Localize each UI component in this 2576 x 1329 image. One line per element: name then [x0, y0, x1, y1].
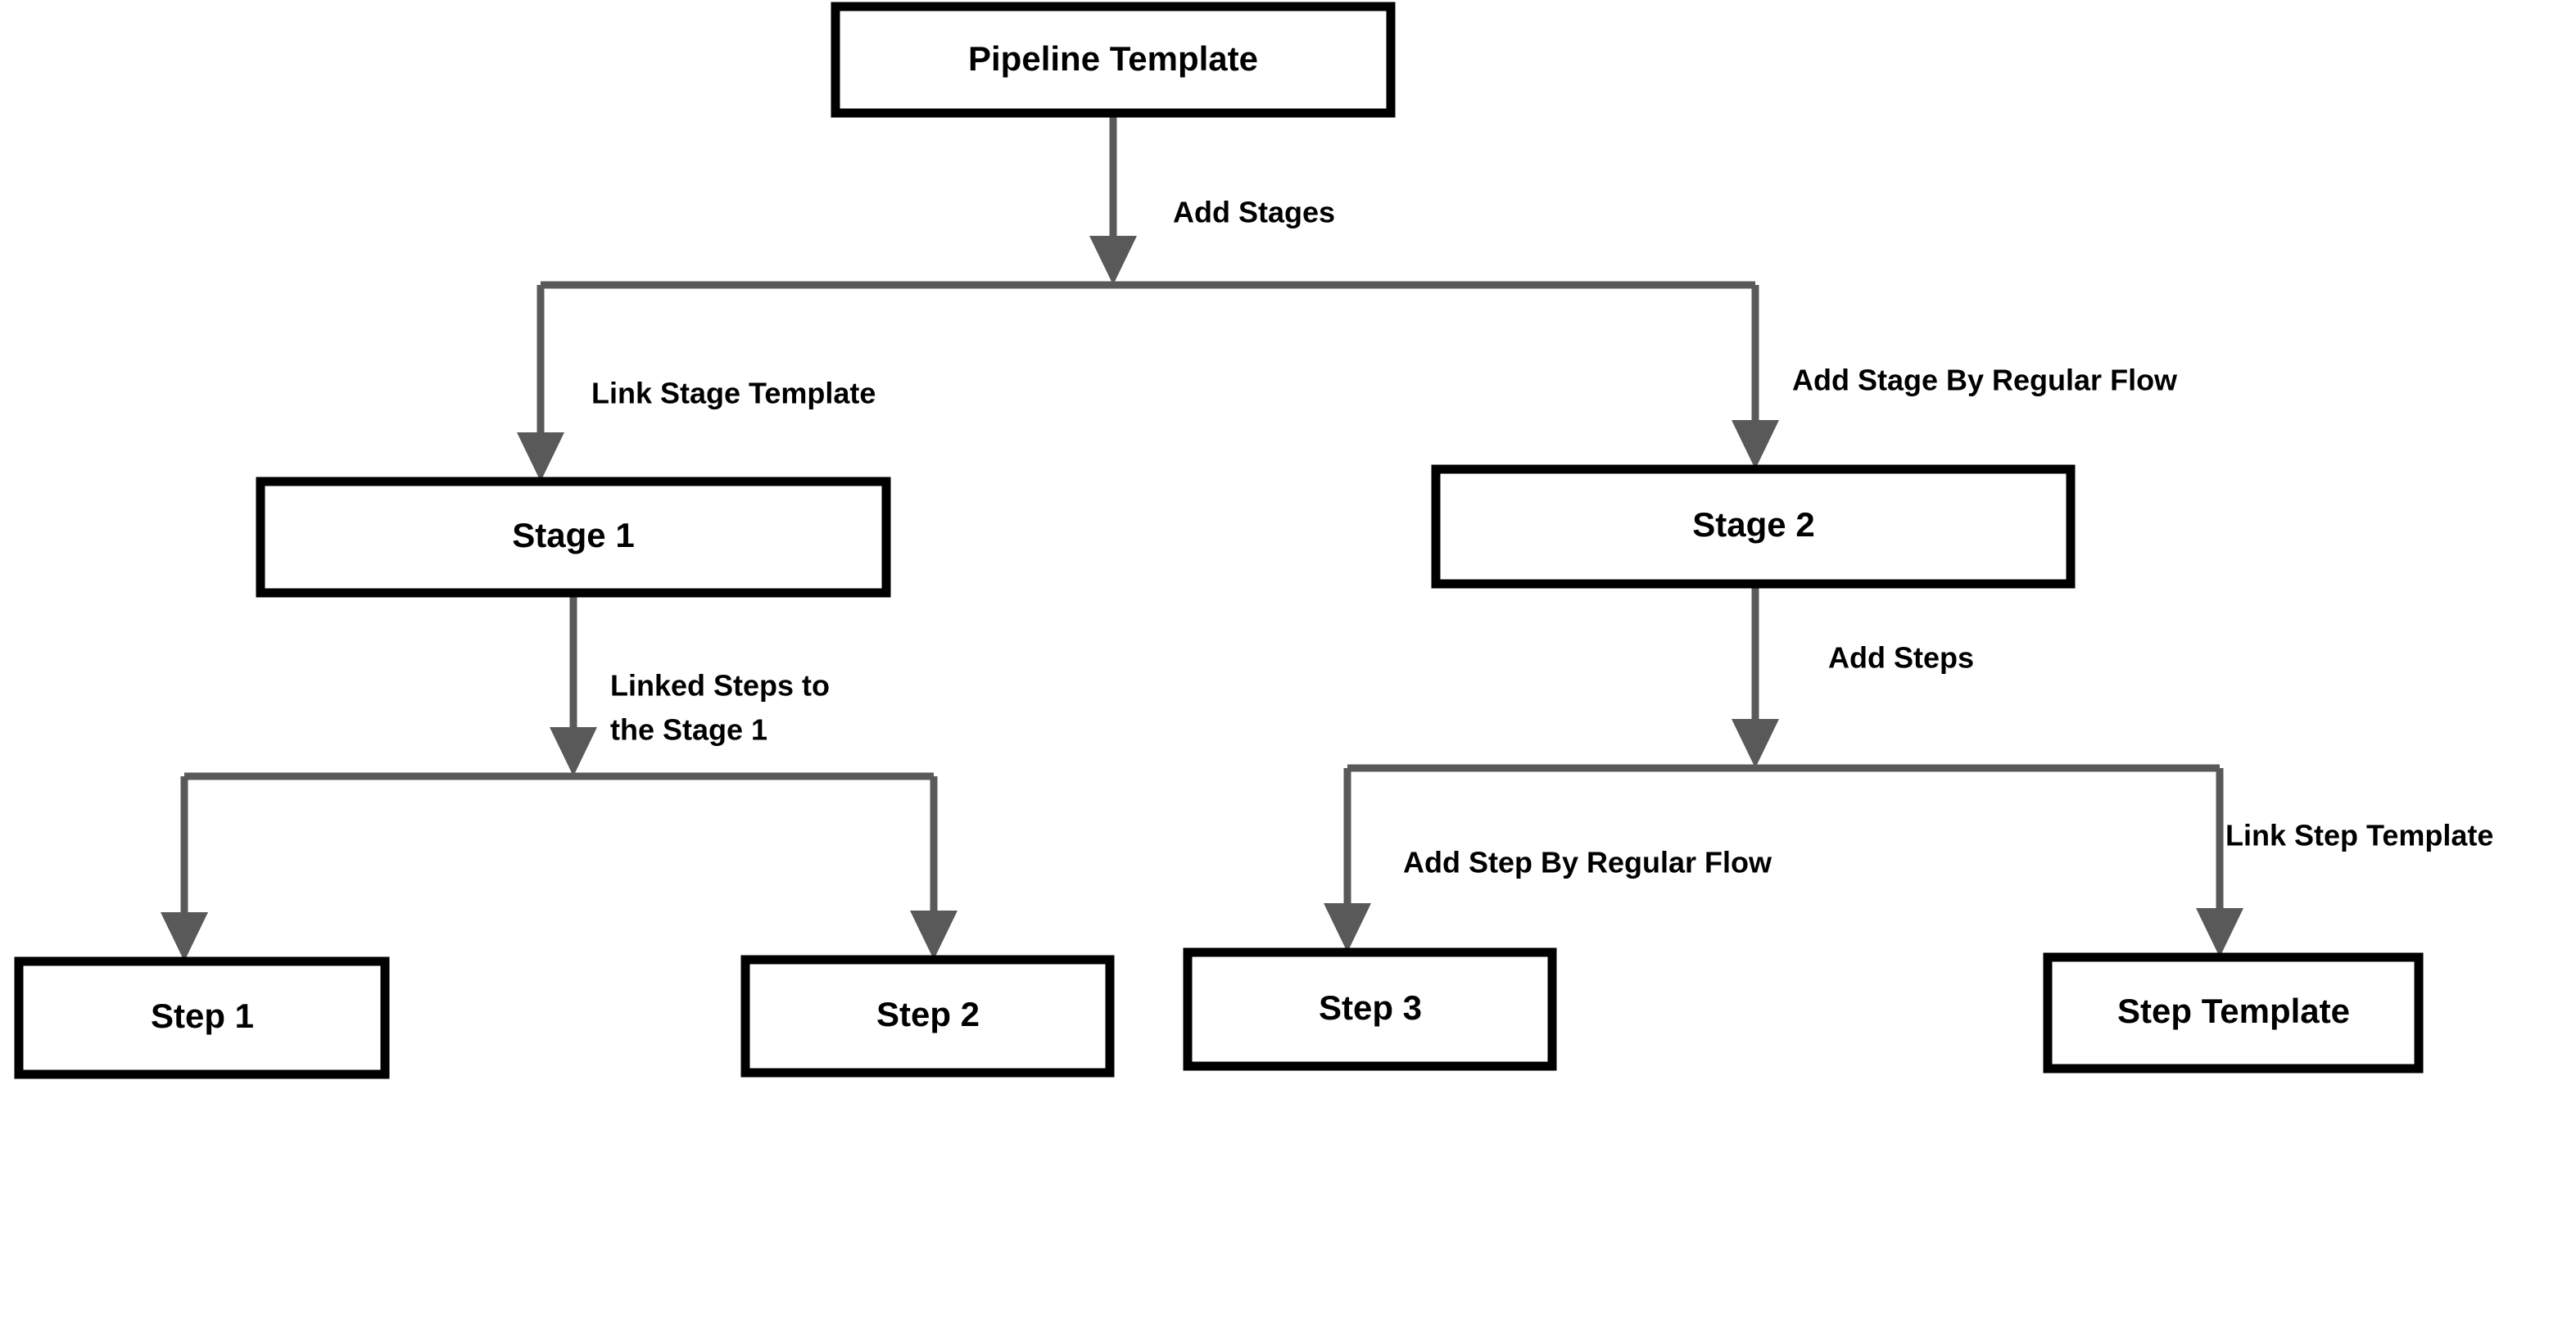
edge-linked-steps-arrowhead: [550, 727, 597, 776]
edge-add-steps: [1732, 584, 1779, 768]
edge-label-linked-steps-line-1: Linked Steps to: [610, 669, 830, 703]
edge-add-step-by-regular-flow: [1324, 768, 1371, 952]
node-step-1[interactable]: Step 1: [19, 961, 385, 1074]
node-step-1-label: Step 1: [151, 997, 254, 1035]
node-step-3-label: Step 3: [1319, 988, 1422, 1027]
edge-link-stage-template: [517, 285, 564, 481]
edge-label-linked-steps-line-2: the Stage 1: [610, 713, 767, 747]
node-stage-1[interactable]: Stage 1: [260, 481, 886, 593]
edge-add-stage-by-regular-flow-arrowhead: [1732, 420, 1779, 469]
edge-add-steps-arrowhead: [1732, 719, 1779, 768]
node-step-template-label: Step Template: [2117, 992, 2350, 1030]
node-pipeline-template-label: Pipeline Template: [968, 39, 1258, 78]
edge-step-2-arrowhead: [910, 911, 958, 960]
edge-add-stages: [1089, 113, 1137, 285]
edge-add-stage-by-regular-flow: [1732, 285, 1779, 469]
node-step-3[interactable]: Step 3: [1188, 952, 1552, 1066]
edge-add-stages-arrowhead: [1089, 236, 1137, 285]
edge-link-step-template-arrowhead: [2196, 908, 2243, 957]
edge-add-step-by-regular-flow-arrowhead: [1324, 903, 1371, 952]
edge-step-1: [161, 776, 208, 961]
node-stage-2[interactable]: Stage 2: [1436, 469, 2071, 584]
edge-link-step-template: [2196, 768, 2243, 957]
edge-label-add-step-by-regular-flow: Add Step By Regular Flow: [1403, 846, 1772, 879]
edge-label-add-stages: Add Stages: [1173, 196, 1335, 229]
edge-label-link-stage-template: Link Stage Template: [591, 377, 876, 410]
edge-label-add-stage-by-regular-flow: Add Stage By Regular Flow: [1792, 364, 2178, 397]
node-pipeline-template[interactable]: Pipeline Template: [835, 7, 1391, 113]
node-step-template[interactable]: Step Template: [2048, 957, 2419, 1069]
node-stage-1-label: Stage 1: [512, 516, 634, 554]
edge-step-2: [910, 776, 958, 960]
node-stage-2-label: Stage 2: [1692, 505, 1814, 544]
node-step-2-label: Step 2: [876, 995, 980, 1033]
edge-linked-steps-to-the-stage-1: [550, 593, 597, 776]
edge-label-add-steps: Add Steps: [1828, 641, 1974, 675]
edge-link-stage-template-arrowhead: [517, 432, 564, 481]
edge-step-1-arrowhead: [161, 912, 208, 961]
edge-label-link-step-template: Link Step Template: [2225, 819, 2493, 852]
node-step-2[interactable]: Step 2: [745, 960, 1110, 1073]
